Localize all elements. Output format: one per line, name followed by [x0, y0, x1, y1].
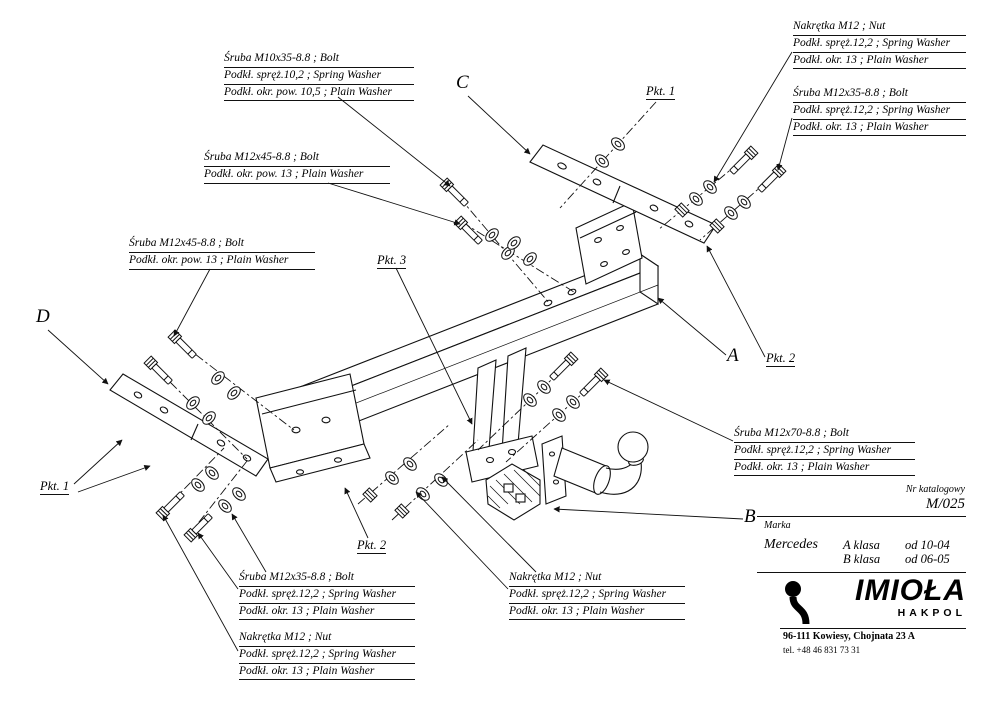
company-logo: IMIOŁA HAKPOL [783, 576, 966, 626]
model-b-dates: od 06-05 [905, 552, 950, 566]
model-a-name: A klasa [843, 538, 880, 552]
bolt-icon [577, 367, 609, 399]
part-label-line: Podkł. okr. pow. 13 ; Plain Washer [129, 254, 315, 270]
part-label-line: Podkł. spręż.12,2 ; Spring Washer [793, 37, 966, 53]
info-separator [757, 516, 966, 517]
washer-icon [700, 177, 720, 197]
hardware-stack-bottom-left [155, 463, 249, 543]
part-label-line: Podkł. okr. 13 ; Plain Washer [793, 121, 966, 137]
leader-lines [47, 51, 793, 652]
info-separator [757, 572, 966, 573]
part-label-bolt-m10x35: Śruba M10x35-8.8 ; Bolt Podkł. spręż.10,… [224, 52, 414, 102]
side-strap-left [109, 373, 269, 477]
part-label-line: Podkł. okr. 13 ; Plain Washer [734, 461, 915, 477]
part-label-line: Śruba M12x45-8.8 ; Bolt [204, 151, 390, 167]
washer-icon [431, 470, 451, 490]
part-label-bolt-m12x70: Śruba M12x70-8.8 ; Bolt Podkł. spręż.12,… [734, 427, 915, 477]
logo-text: IMIOŁA [855, 574, 966, 607]
washer-icon [183, 393, 203, 413]
part-label-line: Podkł. spręż.12,2 ; Spring Washer [239, 648, 415, 664]
washer-icon [520, 249, 540, 269]
part-label-line: Śruba M10x35-8.8 ; Bolt [224, 52, 414, 68]
washer-icon [208, 368, 228, 388]
bolt-icon [439, 177, 471, 209]
part-label-nut-m12-top-right: Nakrętka M12 ; Nut Podkł. spręż.12,2 ; S… [793, 20, 966, 70]
socket-plate [485, 463, 541, 521]
crossbeam [280, 252, 660, 446]
washer-icon [413, 484, 433, 504]
bolt-icon [167, 329, 199, 361]
towball-icon [783, 580, 811, 631]
part-label-line: Podkł. okr. 13 ; Plain Washer [509, 605, 685, 621]
washer-icon [188, 475, 208, 495]
washer-icon [382, 468, 402, 488]
company-address: 96-111 Kowiesy, Chojnata 23 A [783, 631, 915, 642]
section-letter-b: B [744, 506, 756, 527]
bolt-icon [183, 511, 215, 543]
washer-icon [721, 203, 741, 223]
nut-icon [362, 487, 378, 503]
logo-subtext: HAKPOL [897, 607, 966, 619]
part-label-bolt-m12x35-top-right: Śruba M12x35-8.8 ; Bolt Podkł. spręż.12,… [793, 87, 966, 137]
part-label-bolt-m12x45-upper: Śruba M12x45-8.8 ; Bolt Podkł. okr. pow.… [204, 151, 390, 185]
part-label-nut-m12-bottom-left: Nakrętka M12 ; Nut Podkł. spręż.12,2 ; S… [239, 631, 415, 681]
washer-icon [563, 392, 583, 412]
beam-end-plate [575, 201, 643, 285]
part-label-line: Nakrętka M12 ; Nut [239, 631, 415, 647]
catalog-number-label: Nr katalogowy [905, 484, 965, 495]
section-letter-c: C [456, 72, 469, 93]
support-bracket [465, 347, 539, 483]
part-label-line: Śruba M12x35-8.8 ; Bolt [793, 87, 966, 103]
washer-icon [400, 454, 420, 474]
part-label-line: Podkł. okr. 13 ; Plain Washer [239, 665, 415, 681]
part-label-line: Nakrętka M12 ; Nut [509, 571, 685, 587]
catalog-number-value: M/025 [925, 496, 965, 512]
hardware-stack-pkt1 [592, 134, 628, 171]
point-label-pkt-1-left: Pkt. 1 [40, 479, 70, 495]
part-label-line: Śruba M12x70-8.8 ; Bolt [734, 427, 915, 443]
info-separator [780, 628, 966, 629]
model-b-name: B klasa [843, 552, 881, 566]
part-label-line: Podkł. okr. pow. 10,5 ; Plain Washer [224, 86, 414, 102]
hardware-stack-top-left [439, 177, 540, 269]
part-label-line: Podkł. spręż.12,2 ; Spring Washer [509, 588, 685, 604]
point-label-pkt-3: Pkt. 3 [377, 253, 407, 269]
bolt-icon [143, 355, 175, 387]
bolt-icon [547, 351, 579, 383]
part-label-line: Podkł. okr. pow. 13 ; Plain Washer [204, 168, 390, 184]
part-label-line: Podkł. okr. 13 ; Plain Washer [793, 54, 966, 70]
point-label-pkt-2-bottom: Pkt. 2 [357, 538, 387, 554]
left-bracket [255, 373, 371, 483]
washer-icon [608, 134, 628, 154]
washer-icon [215, 496, 235, 516]
part-label-line: Podkł. spręż.12,2 ; Spring Washer [734, 444, 915, 460]
brand-name: Mercedes [764, 537, 818, 552]
section-letter-a: A [727, 345, 739, 366]
towball [541, 431, 649, 505]
part-label-nut-m12-bottom-middle: Nakrętka M12 ; Nut Podkł. spręż.12,2 ; S… [509, 571, 685, 621]
part-label-line: Śruba M12x45-8.8 ; Bolt [129, 237, 315, 253]
part-label-line: Nakrętka M12 ; Nut [793, 20, 966, 36]
part-label-line: Podkł. spręż.12,2 ; Spring Washer [793, 104, 966, 120]
part-label-line: Podkł. spręż.10,2 ; Spring Washer [224, 69, 414, 85]
washer-icon [224, 383, 244, 403]
part-label-bolt-m12x35-bottom: Śruba M12x35-8.8 ; Bolt Podkł. spręż.12,… [239, 571, 415, 621]
hardware-stack-bottom-centre [362, 454, 451, 519]
model-a-dates: od 10-04 [905, 538, 950, 552]
company-phone: tel. +48 46 831 73 31 [783, 645, 861, 655]
point-label-pkt-1-top: Pkt. 1 [646, 84, 676, 100]
bolt-icon [755, 163, 787, 195]
bolt-icon [155, 489, 187, 521]
washer-icon [229, 484, 249, 504]
part-label-line: Podkł. okr. 13 ; Plain Washer [239, 605, 415, 621]
brand-label: Marka [764, 520, 791, 531]
part-label-line: Podkł. spręż.12,2 ; Spring Washer [239, 588, 415, 604]
part-label-bolt-m12x45-left: Śruba M12x45-8.8 ; Bolt Podkł. okr. pow.… [129, 237, 315, 271]
hardware-stack-m12x70 [520, 351, 609, 425]
point-label-pkt-2-right: Pkt. 2 [766, 351, 796, 367]
section-letter-d: D [36, 306, 50, 327]
part-label-line: Śruba M12x35-8.8 ; Bolt [239, 571, 415, 587]
